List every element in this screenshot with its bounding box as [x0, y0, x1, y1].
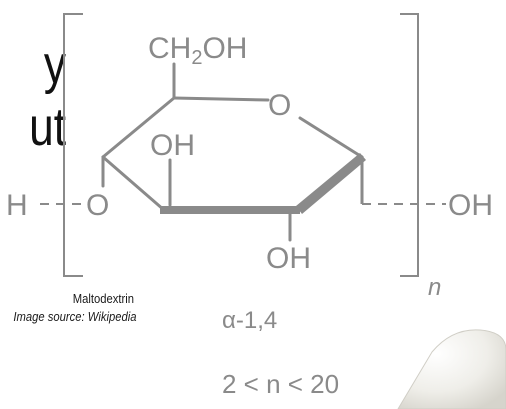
bond-c4-c3 [101, 155, 166, 212]
label-ring-oxygen: O [268, 89, 291, 122]
headline-line-1: y [43, 35, 66, 95]
caption-image-source: Image source: Wikipedia [13, 310, 137, 324]
label-o-left: O [86, 189, 109, 222]
label-repeat-n: n [428, 274, 441, 301]
bond-c2-c1-wedge [296, 153, 366, 214]
bond-c5-ring-o [172, 96, 270, 102]
label-range: 2 < n < 20 [222, 369, 339, 399]
label-oh-lower: OH [266, 242, 311, 275]
label-h-left: H [6, 189, 28, 222]
headline-line-2: ut [29, 97, 66, 157]
bond-c5-c4 [101, 96, 176, 159]
bond-c3-c2-wedge [160, 206, 300, 214]
pill-image [397, 329, 506, 409]
label-ch2oh: CH2OH [148, 32, 247, 69]
caption-compound-name: Maltodextrin [72, 292, 134, 306]
label-oh-upper: OH [150, 129, 195, 162]
left-bracket [63, 13, 83, 277]
label-linkage: α-1,4 [222, 307, 277, 334]
label-oh-right: OH [448, 189, 493, 222]
bond-ring-o-c1 [298, 116, 364, 159]
right-bracket [400, 13, 419, 277]
